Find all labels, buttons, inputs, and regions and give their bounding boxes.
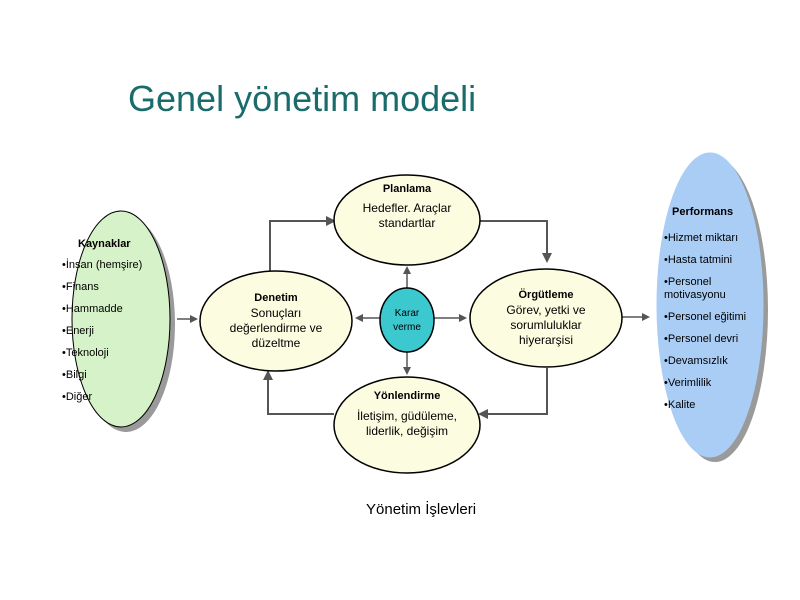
performance-item: •Kalite — [664, 399, 696, 411]
performance-heading: Performans — [672, 206, 734, 218]
organizing-body: Görev, yetki ve sorumluluklar hiyerarşis… — [506, 303, 586, 347]
directing-heading: Yönlendirme — [373, 390, 441, 402]
planning-heading: Planlama — [382, 183, 432, 195]
decision-label: Karar verme — [393, 308, 421, 333]
resources-ellipse — [71, 210, 171, 428]
directing-label: Yönlendirme İletişim, güdüleme, liderlik… — [342, 390, 472, 439]
arrow-organizing-to-directing — [478, 368, 548, 419]
decision-ellipse — [379, 287, 435, 353]
directing-ellipse — [333, 376, 481, 474]
resource-item: •Diğer — [62, 391, 93, 403]
resource-item: •Hammadde — [62, 303, 123, 315]
resource-item: •Enerji — [62, 325, 94, 337]
performance-item: •Personel motivasyonu — [664, 276, 726, 301]
performance-item: •Verimlilik — [664, 377, 712, 389]
controlling-label: Denetim Sonuçları değerlendirme ve düzel… — [211, 292, 341, 351]
controlling-body: Sonuçları değerlendirme ve düzeltme — [229, 306, 323, 350]
performance-item: •Personel eğitimi — [664, 311, 747, 323]
performance-item: •Personel devri — [664, 333, 739, 345]
resource-item: •Teknoloji — [62, 347, 109, 359]
arrow-planning-to-organizing — [480, 220, 552, 263]
organizing-heading: Örgütleme — [518, 289, 574, 301]
performance-item: •Devamsızlık — [664, 355, 728, 367]
controlling-ellipse — [199, 270, 353, 372]
planning-ellipse — [333, 174, 481, 266]
resources-panel: Kaynaklar •İnsan (hemşire) •Finans •Hamm… — [62, 238, 172, 404]
arrow-directing-to-controlling — [263, 370, 334, 415]
arrow-controlling-to-planning — [269, 216, 336, 281]
controlling-heading: Denetim — [254, 292, 298, 304]
planning-body: Hedefler. Araçlar standartlar — [362, 201, 452, 230]
performance-panel: Performans •Hizmet miktarı •Hasta tatmin… — [664, 206, 764, 412]
resource-item: •İnsan (hemşire) — [62, 259, 143, 271]
organizing-label: Örgütleme Görev, yetki ve sorumluluklar … — [481, 289, 611, 348]
directing-body: İletişim, güdüleme, liderlik, değişim — [356, 409, 458, 438]
resource-item: •Bilgi — [62, 369, 87, 381]
planning-label: Planlama Hedefler. Araçlar standartlar — [347, 183, 467, 231]
organizing-ellipse — [469, 268, 623, 368]
diagram-caption: Yönetim İşlevleri — [366, 501, 477, 518]
performance-item: •Hasta tatmini — [664, 254, 733, 266]
resources-heading: Kaynaklar — [78, 238, 131, 250]
performance-ellipse — [656, 152, 764, 458]
page-title: Genel yönetim modeli — [128, 78, 477, 119]
performance-item: •Hizmet miktarı — [664, 232, 739, 244]
resource-item: •Finans — [62, 281, 99, 293]
